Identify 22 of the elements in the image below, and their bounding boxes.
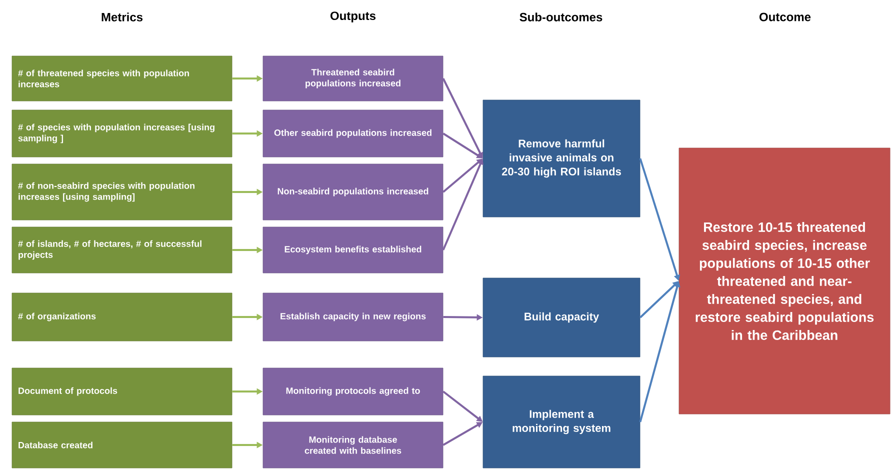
- outcome-box: Restore 10-15 threatened seabird species, increase populations of 10-15 other threatened and near-threatened species, and restore seabird populations in the Caribbean: [678, 148, 890, 414]
- sub-outcome-box: Implement a monitoring system: [482, 376, 640, 468]
- column-heading: Outcome: [760, 12, 811, 22]
- metric-box: Document of protocols: [12, 368, 232, 416]
- output-box: Non-seabird populations increased: [262, 164, 444, 220]
- output-box: Other seabird populations increased: [262, 110, 444, 158]
- column-heading: Metrics: [102, 12, 143, 22]
- column-heading: Sub-outcomes: [520, 12, 602, 22]
- metric-box: # of non-seabird species with population increases [using sampling]: [12, 164, 232, 220]
- metric-box: Database created: [12, 422, 232, 468]
- metric-box: # of threatened species with population increases: [12, 56, 232, 102]
- metric-box: # of species with population increases [using sampling ]: [12, 110, 232, 158]
- output-box: Monitoring database created with baselines: [262, 422, 444, 468]
- sub-outcome-box: Build capacity: [482, 278, 640, 358]
- metric-box: # of islands, # of hectares, # of successful projects: [12, 226, 232, 274]
- column-heading: Outputs: [330, 12, 376, 22]
- output-box: Threatened seabird populations increased: [262, 56, 444, 102]
- output-box: Establish capacity in new regions: [262, 292, 444, 342]
- sub-outcome-box: Remove harmful invasive animals on 20-30 high ROI islands: [482, 100, 640, 218]
- output-box: Ecosystem benefits established: [262, 226, 444, 274]
- metric-box: # of organizations: [12, 292, 232, 342]
- output-box: Monitoring protocols agreed to: [262, 368, 444, 416]
